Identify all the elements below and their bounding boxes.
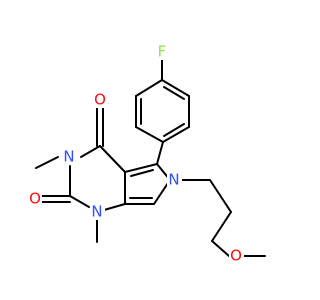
atom-nitrogen-3: N	[63, 148, 74, 166]
atom-nitrogen-pyrrole: N	[168, 171, 179, 189]
atom-oxygen-carbonyl-4: O	[94, 91, 106, 109]
bond-n3-methyl	[35, 156, 59, 169]
bond-ch2b-ch2c	[211, 211, 232, 242]
bond-c2-n1	[69, 195, 90, 208]
atom-oxygen-carbonyl-2: O	[29, 190, 41, 208]
atom-oxygen-ether: O	[230, 247, 242, 265]
atom-nitrogen-1: N	[91, 203, 102, 221]
atom-labels: F O O N N N O	[28, 43, 244, 265]
bond-phenyl-c5	[156, 141, 164, 165]
bond-ring-c3-c4	[162, 126, 190, 143]
bond-c4-n3	[80, 145, 101, 158]
bond-ring-c4-c5	[135, 126, 164, 143]
bond-ring-inner-2	[163, 123, 185, 137]
bond-c5-c4a-inner	[130, 169, 154, 177]
molecule-structure: F O O N N N O	[28, 43, 266, 265]
bond-ch2a-ch2b	[209, 179, 232, 213]
molecule-canvas: F O O N N N O	[28, 42, 266, 265]
bond-ring-c6-c1	[135, 79, 163, 97]
bond-c4a-c4	[99, 145, 126, 173]
atom-fluorine: F	[158, 43, 167, 61]
bond-c5-c4a	[124, 163, 158, 173]
bond-n1-c7a	[103, 203, 126, 211]
bonds	[35, 56, 266, 257]
bond-ring-c1-c2	[161, 79, 190, 97]
bond-ring-inner-1	[163, 86, 185, 100]
bond-ch2c-o	[211, 240, 230, 257]
